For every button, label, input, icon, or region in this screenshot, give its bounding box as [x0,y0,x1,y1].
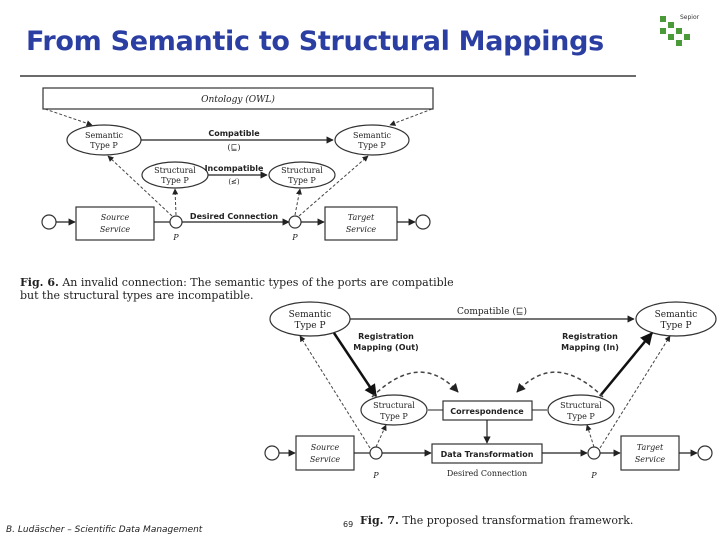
fig6-compatible-symbol: (⊑) [227,143,240,152]
fig7-reg-in-label2: Mapping (In) [561,343,619,352]
fig6-source-label2: Service [100,225,131,234]
fig6-semantic-in-node [334,124,410,156]
fig7-structural-in-node [547,394,615,426]
fig7-source-label2: Service [310,455,341,464]
fig6-end-node [415,214,431,230]
slide-title: From Semantic to Structural Mappings [26,26,604,57]
fig7-semantic-out-label2: Type P [294,321,325,331]
fig7-structural-out-label2: Type P [380,412,408,421]
fig6-structural-in-label2: Type P [288,176,316,185]
ontology-box [42,87,434,110]
fig7-caption-text: The proposed transformation framework. [402,514,634,527]
fig6-structural-out-label1: Structural [154,166,196,175]
fig7-compatible-label: Compatible (⊑) [457,306,527,317]
fig7-structural-out-node [360,394,428,426]
institution-logo: Sepior [660,14,704,48]
fig7-target-service-box [620,435,680,471]
fig6-desired-label: Desired Connection [190,212,278,221]
fig7-data-transformation-label: Data Transformation [441,450,534,459]
fig6-semantic-out-label1: Semantic [85,131,123,140]
fig6-caption: Fig. 6. An invalid connection: The seman… [20,276,460,302]
fig6-structural-in-label1: Structural [281,166,323,175]
fig7-semantic-out-label1: Semantic [289,310,332,320]
fig7-semantic-in-node [635,301,717,337]
title-divider [20,75,636,77]
fig6-semantic-out-label2: Type P [90,141,118,150]
fig6-target-label1: Target [348,213,375,222]
fig6-semantic-in-label2: Type P [358,141,386,150]
fig7-port-out [369,446,383,460]
slide-footer: B. Ludäscher – Scientific Data Managemen… [6,525,203,535]
fig7-reg-out-label1: Registration [358,332,414,341]
fig6-semantic-out-node [66,124,142,156]
fig6-structural-out-label2: Type P [161,176,189,185]
fig7-structural-out-label1: Structural [373,401,415,410]
fig6-caption-text: An invalid connection: The semantic type… [20,276,454,302]
fig7-end-node [697,445,713,461]
logo-text: Sepior [680,14,700,21]
fig7-reg-in-label1: Registration [562,332,618,341]
fig7-target-label2: Service [635,455,666,464]
fig6-semantic-in-label1: Semantic [353,131,391,140]
fig6-target-service-box [324,206,398,241]
fig7-reg-out-label2: Mapping (Out) [353,343,418,352]
fig7-structural-in-label2: Type P [567,412,595,421]
fig6-port-in [288,215,302,229]
ontology-label: Ontology (OWL) [201,94,275,105]
fig7-target-label1: Target [637,443,664,452]
fig7-source-service-box [295,435,355,471]
fig7-caption: Fig. 7. The proposed transformation fram… [360,514,660,527]
fig6-port-out [169,215,183,229]
fig6-start-node [41,214,57,230]
fig6-compatible-label: Compatible [208,129,260,138]
fig6-caption-label: Fig. 6. [20,276,59,289]
fig7-port-in [587,446,601,460]
fig7-source-label1: Source [311,443,340,452]
fig6-source-service-box [75,206,155,241]
fig6-source-label1: Source [101,213,130,222]
page-number: 69 [343,520,354,529]
fig7-start-node [264,445,280,461]
fig6-port-out-label: P [172,233,179,242]
fig7-desired-label: Desired Connection [447,469,527,478]
fig6-target-label2: Service [346,225,377,234]
fig6-incompatible-label: Incompatible [205,164,264,173]
fig7-port-in-label: P [590,471,597,480]
fig7-port-out-label: P [372,471,379,480]
fig7-semantic-in-label2: Type P [660,321,691,331]
fig7-semantic-in-label1: Semantic [655,310,698,320]
fig6-structural-in-node [268,161,336,189]
fig6-incompatible-symbol: (≰) [228,178,240,186]
fig7-structural-in-label1: Structural [560,401,602,410]
fig7-caption-label: Fig. 7. [360,514,399,527]
fig6-port-in-label: P [291,233,298,242]
fig7-correspondence-label: Correspondence [450,407,524,416]
